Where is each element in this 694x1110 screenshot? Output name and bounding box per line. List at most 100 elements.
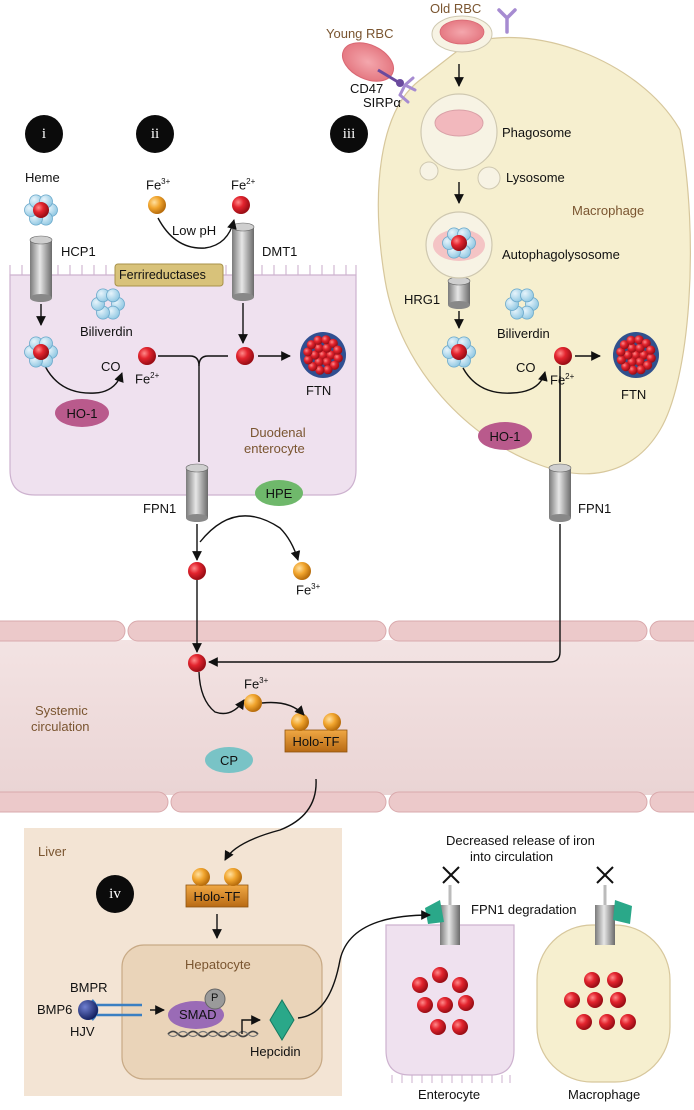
ftn-label-enterocyte: FTN	[306, 383, 332, 398]
fe3-superscript: 3+	[161, 177, 171, 186]
hrg1-transporter	[447, 276, 471, 309]
fe-text: Fe	[550, 372, 566, 388]
iron-store-enterocyte-3	[417, 997, 433, 1013]
heme-label: Heme	[25, 170, 60, 185]
block-x-enterocyte	[442, 866, 460, 884]
cp-label: CP	[219, 752, 239, 768]
fe3-label-circulation: Fe3+	[244, 676, 268, 692]
enterocyte-small-villi	[391, 1075, 511, 1083]
dmt1-transporter	[231, 222, 255, 301]
fe2-superscript: 2+	[150, 371, 160, 380]
fe-text: Fe	[231, 177, 247, 193]
phagosome-label: Phagosome	[502, 125, 572, 140]
heme-molecule-autophagolysosome	[442, 227, 476, 259]
fe2-ion-exported	[188, 562, 206, 580]
fe2-label-macrophage: Fe2+	[550, 372, 574, 388]
holo-tf-label-liver: Holo-TF	[193, 888, 241, 904]
co-label-enterocyte: CO	[101, 359, 121, 374]
dna-strand	[167, 1030, 259, 1038]
panel-badge-i: i	[25, 115, 63, 153]
iron-store-enterocyte-6	[430, 1019, 446, 1035]
blood-vessel	[0, 620, 694, 813]
heme-molecule-macrophage	[442, 336, 476, 368]
holo-tf-blood	[284, 713, 348, 753]
biliverdin-molecule-enterocyte	[91, 288, 125, 320]
ferrireductases-label: Ferrireductases	[119, 268, 206, 282]
fe2-superscript: 2+	[565, 372, 575, 381]
fe2-superscript: 2+	[246, 177, 256, 186]
duodenal-enterocyte	[9, 265, 357, 496]
low-ph-label: Low pH	[172, 223, 217, 238]
phagosome	[420, 93, 498, 171]
iron-store-macrophage-1	[607, 972, 623, 988]
hrg1-label: HRG1	[404, 292, 441, 307]
fe2-ion-macrophage	[554, 347, 572, 365]
iron-store-macrophage-0	[584, 972, 600, 988]
co-label-macrophage: CO	[516, 360, 536, 375]
fe2-ion-lumen	[232, 196, 250, 214]
dmt1-label: DMT1	[262, 244, 298, 259]
fe-text: Fe	[146, 177, 162, 193]
enterocyte-bottom-label: Enterocyte	[418, 1087, 481, 1102]
fe-text: Fe	[135, 371, 151, 387]
fe3-ion-lumen	[148, 196, 166, 214]
hpe-enzyme	[255, 480, 303, 506]
holo-tf-label-blood: Holo-TF	[292, 733, 340, 749]
autophagolysosome-label: Autophagolysosome	[502, 247, 620, 262]
young-rbc	[341, 42, 417, 104]
systemic-circulation-label-2: circulation	[31, 719, 90, 734]
iron-store-enterocyte-1	[432, 967, 448, 983]
macrophage-small	[536, 924, 671, 1083]
hcp1-label: HCP1	[61, 244, 96, 259]
hjv-label: HJV	[70, 1024, 95, 1039]
fe2-ion-circulation	[188, 654, 206, 672]
fe2-label-lumen: Fe2+	[231, 177, 255, 193]
macrophage-label: Macrophage	[572, 203, 645, 218]
liver-label: Liver	[38, 844, 67, 859]
smad-label: SMAD	[179, 1007, 217, 1022]
fpn1-transporter-macrophage	[548, 463, 572, 522]
ho1-label-macrophage: HO-1	[489, 428, 521, 444]
old-rbc-label: Old RBC	[430, 1, 482, 16]
iron-store-macrophage-2	[564, 992, 580, 1008]
heme-molecule-enterocyte	[24, 336, 58, 368]
old-rbc	[431, 8, 517, 53]
hepcidin-molecule	[269, 999, 295, 1041]
cd47-label: CD47	[350, 81, 384, 96]
ferrireductases-box	[114, 263, 224, 287]
iron-store-macrophage-6	[599, 1014, 615, 1030]
bmp6-label: BMP6	[37, 1002, 73, 1017]
biliverdin-label-macrophage: Biliverdin	[497, 326, 550, 341]
iron-store-enterocyte-0	[412, 977, 428, 993]
lysosome-bubble-1	[419, 161, 439, 181]
fe2-label-enterocyte: Fe2+	[135, 371, 159, 387]
phosphate-group	[204, 988, 226, 1010]
fe3-superscript: 3+	[311, 582, 321, 591]
ho1-label-enterocyte: HO-1	[66, 405, 98, 421]
iron-store-macrophage-4	[610, 992, 626, 1008]
molecules	[24, 194, 659, 1035]
hepatocyte-label: Hepatocyte	[185, 957, 251, 972]
ho1-enzyme-enterocyte	[55, 399, 109, 427]
decreased-release-label-2: into circulation	[470, 849, 554, 864]
iron-store-macrophage-7	[620, 1014, 636, 1030]
iron-store-enterocyte-5	[458, 995, 474, 1011]
fe3-ion-oxidized	[293, 562, 311, 580]
ferritin-enterocyte	[300, 332, 346, 378]
iron-store-macrophage-3	[587, 992, 603, 1008]
lysosome-label: Lysosome	[506, 170, 565, 185]
phosphate-label: P	[211, 992, 219, 1004]
ho1-enzyme-macrophage	[478, 422, 532, 450]
fpn1-label-macrophage: FPN1	[578, 501, 612, 516]
duodenal-enterocyte-label-2: enterocyte	[244, 441, 305, 456]
duodenal-enterocyte-label-1: Duodenal	[250, 425, 306, 440]
fe3-ion-circulation	[244, 694, 262, 712]
ftn-label-macrophage: FTN	[621, 387, 647, 402]
fe3-label-blood: Fe3+	[296, 582, 320, 598]
fe2-ion-enterocyte-2	[236, 347, 254, 365]
iron-store-enterocyte-4	[437, 997, 453, 1013]
fpn1-degraded-macrophage	[595, 885, 632, 945]
ferritin-macrophage	[613, 332, 659, 378]
hcp1-transporter	[29, 235, 53, 302]
